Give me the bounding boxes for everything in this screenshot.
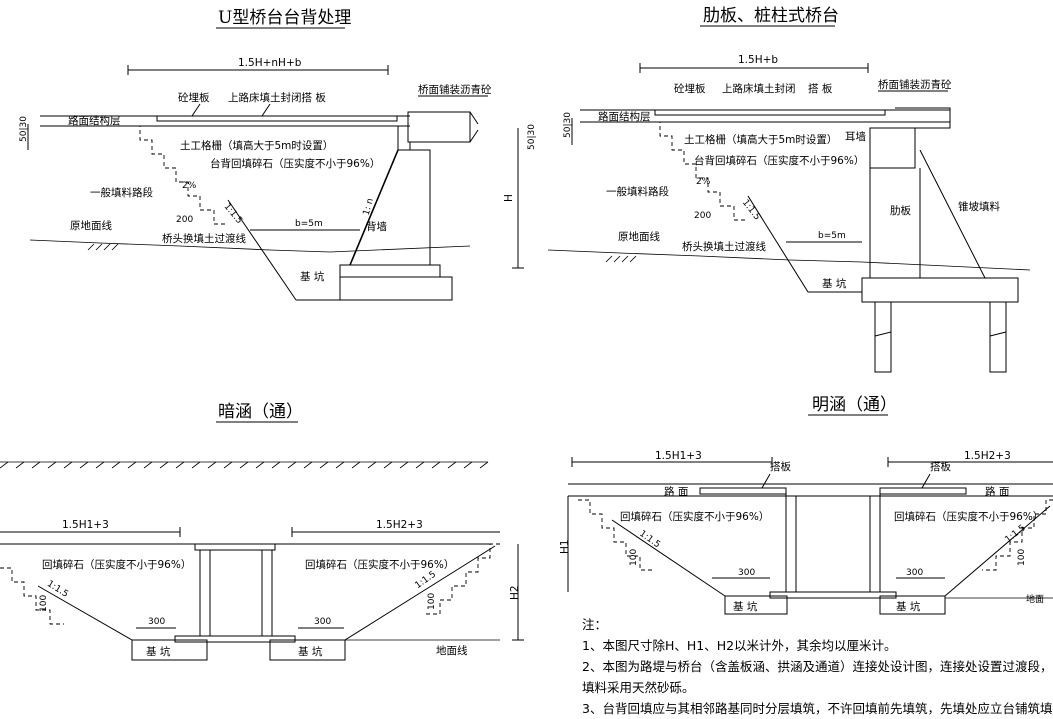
note-line-1: 1、本图尺寸除H、H1、H2以米计外，其余均以厘米计。 xyxy=(582,638,897,653)
dimension-label-left: 1.5H1+3 xyxy=(62,519,109,531)
panel-title: U型桥台台背处理 xyxy=(218,8,351,28)
label-step-left: 100 xyxy=(629,549,639,566)
label-w-left: 300 xyxy=(148,617,165,627)
label-slope-n: 1: n xyxy=(362,197,376,216)
panel-title: 肋板、桩柱式桥台 xyxy=(703,6,839,26)
label-backfill: 台背回填碎石（压实度不小于96%） xyxy=(210,157,380,170)
label-w-right: 300 xyxy=(906,568,923,578)
label-slope-ratio: 1:1.5 xyxy=(740,198,762,222)
notes-heading: 注： xyxy=(582,617,608,632)
panel-open-culvert: 明涵（通） 1.5H1+3 1.5H2+3 搭板 搭板 路 面 路 面 回填碎石… xyxy=(559,395,1053,615)
label-geogrid: 土工格栅（填高大于5m时设置） xyxy=(180,139,333,152)
label-fill-right: 回填碎石（压实度不小于96%） xyxy=(894,510,1043,523)
label-slope-left: 1:1.5 xyxy=(637,529,662,550)
label-deck: 桥面铺装沥青砼 xyxy=(878,78,952,91)
dim-left: 50|30 xyxy=(563,112,573,138)
label-slope-ratio: 1:1.5 xyxy=(222,202,244,226)
dim-left: 50|30 xyxy=(19,116,29,142)
label-seal-slab: 上路床填土封闭 xyxy=(722,82,796,95)
label-road-layer: 路面结构层 xyxy=(68,114,121,127)
label-cone-fill: 锥坡填料 xyxy=(958,200,1000,213)
note-line-4: 3、台背回填应与其相邻路基同时分层填筑，不许回填前先填筑，先填处应立台铺筑填 xyxy=(582,701,1053,716)
panel-title: 明涵（通） xyxy=(812,395,897,415)
label-soft-slab: 砼埋板 xyxy=(674,82,706,95)
label-transition: 桥头换填土过渡线 xyxy=(682,240,766,253)
label-road-left: 路 面 xyxy=(664,485,688,498)
label-b: b=5m xyxy=(818,231,846,241)
panel-hidden-culvert: 暗涵（通） 1.5H1+3 1.5H2+3 回填碎石（压实度不小于96%） 回填… xyxy=(0,402,524,661)
label-transition: 桥头换填土过渡线 xyxy=(162,232,246,245)
label-step: 200 xyxy=(694,211,711,221)
label-slope-pct: 2% xyxy=(182,181,197,191)
back-wall-line xyxy=(349,149,399,266)
dim-h: H xyxy=(503,194,515,202)
label-general-fill: 一般填料路段 xyxy=(90,186,153,199)
label-pit-right: 基 坑 xyxy=(896,600,921,613)
label-backfill: 台背回填碎石（压实度不小于96%） xyxy=(694,154,864,167)
label-h2: H2 xyxy=(509,585,521,600)
panel-title: 暗涵（通） xyxy=(218,402,303,422)
label-slope-right: 1:1.5 xyxy=(413,570,438,591)
note-line-2: 2、本图为路堤与桥台（含盖板涵、拱涵及通道）连接处设计图，连接处设置过渡段， xyxy=(582,659,1053,674)
panel-rib-abutment: 肋板、桩柱式桥台 1.5H+b 砼埋板 上路床填土封闭 搭 板 桥面铺装沥青砼 … xyxy=(547,6,1031,373)
label-slab-left: 搭板 xyxy=(770,460,791,473)
label-w-left: 300 xyxy=(738,568,755,578)
label-pit-left: 基 坑 xyxy=(146,645,171,658)
label-ground: 原地面线 xyxy=(618,230,660,243)
dimension-label: 1.5H+b xyxy=(738,54,778,66)
design-notes: 注： 1、本图尺寸除H、H1、H2以米计外，其余均以厘米计。 2、本图为路堤与桥… xyxy=(582,614,1052,719)
label-approach-slab: 搭 板 xyxy=(808,82,833,95)
label-fill-left: 回填碎石（压实度不小于96%） xyxy=(42,558,191,571)
label-soft-slab: 砼埋板 xyxy=(178,91,210,104)
label-ear-wall: 耳墙 xyxy=(845,130,866,143)
label-fill-right: 回填碎石（压实度不小于96%） xyxy=(305,558,454,571)
dimension-label: 1.5H+nH+b xyxy=(238,57,302,69)
label-step: 200 xyxy=(176,215,193,225)
label-pit: 基 坑 xyxy=(822,277,847,290)
label-deck: 桥面铺装沥青砼 xyxy=(418,83,492,96)
panel-u-abutment: U型桥台台背处理 1.5H+nH+b 砼埋板 上路床填土封闭搭 板 桥面铺装沥青… xyxy=(19,8,537,301)
label-back-wall: 背墙 xyxy=(366,220,387,233)
label-slab-right: 搭板 xyxy=(930,460,951,473)
label-step-left: 100 xyxy=(39,595,49,612)
label-seal-slab: 上路床填土封闭搭 板 xyxy=(228,91,326,104)
label-ground: 地面线 xyxy=(436,644,468,657)
label-w-right: 300 xyxy=(314,617,331,627)
label-geogrid: 土工格栅（填高大于5m时设置） xyxy=(684,133,837,146)
label-rib: 肋板 xyxy=(890,204,911,217)
label-step-right: 100 xyxy=(1017,549,1027,566)
label-general-fill: 一般填料路段 xyxy=(606,185,669,198)
dimension-label-right: 1.5H2+3 xyxy=(376,519,423,531)
label-fill-left: 回填碎石（压实度不小于96%） xyxy=(620,510,769,523)
label-slope-pct: 2% xyxy=(696,177,711,187)
label-ground: 地面 xyxy=(1026,593,1044,605)
label-b: b=5m xyxy=(295,219,323,229)
dim-right: 50|30 xyxy=(527,124,537,150)
dimension-label-left: 1.5H1+3 xyxy=(655,450,702,462)
label-ground: 原地面线 xyxy=(70,219,112,232)
label-step-right: 100 xyxy=(427,593,437,610)
label-pit: 基 坑 xyxy=(300,270,325,283)
label-pit-right: 基 坑 xyxy=(298,645,323,658)
label-h1: H1 xyxy=(559,539,571,554)
label-road-right: 路 面 xyxy=(985,485,1009,498)
dimension-label-right: 1.5H2+3 xyxy=(964,450,1011,462)
label-pit-left: 基 坑 xyxy=(733,600,758,613)
note-line-3: 填料采用天然砂砾。 xyxy=(582,680,695,695)
label-road-layer: 路面结构层 xyxy=(598,110,651,123)
